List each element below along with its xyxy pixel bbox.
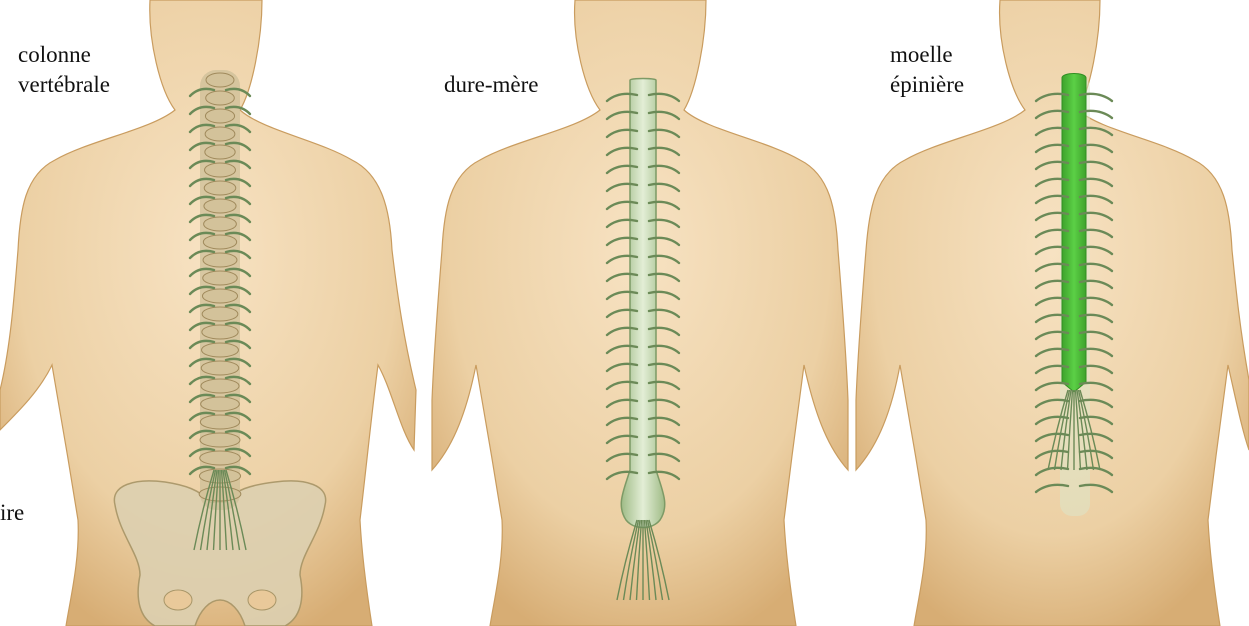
vertebra (200, 451, 241, 465)
vertebra (205, 145, 235, 159)
vertebra (201, 379, 239, 393)
vertebra (203, 253, 237, 267)
vertebra (206, 91, 235, 105)
vertebra (201, 361, 239, 375)
vertebra (205, 163, 236, 177)
label-dure-mere: dure-mère (444, 70, 539, 100)
vertebra (205, 127, 235, 141)
label-clipped: ire (0, 498, 24, 528)
vertebra (200, 433, 240, 447)
vertebra (204, 217, 237, 231)
vertebra (203, 271, 238, 285)
vertebra (201, 397, 240, 411)
vertebra (205, 109, 234, 123)
vertebra (202, 307, 238, 321)
spinal-cord (1062, 74, 1086, 393)
label-moelle-epiniere: moelle épinière (890, 40, 964, 100)
vertebra (206, 73, 234, 87)
vertebra (202, 343, 239, 357)
vertebra (200, 415, 239, 429)
vertebra (204, 199, 236, 213)
vertebra (202, 289, 237, 303)
vertebra (204, 181, 236, 195)
vertebra (203, 235, 236, 249)
vertebra (202, 325, 238, 339)
label-colonne-vertebrale: colonne vertébrale (18, 40, 110, 100)
